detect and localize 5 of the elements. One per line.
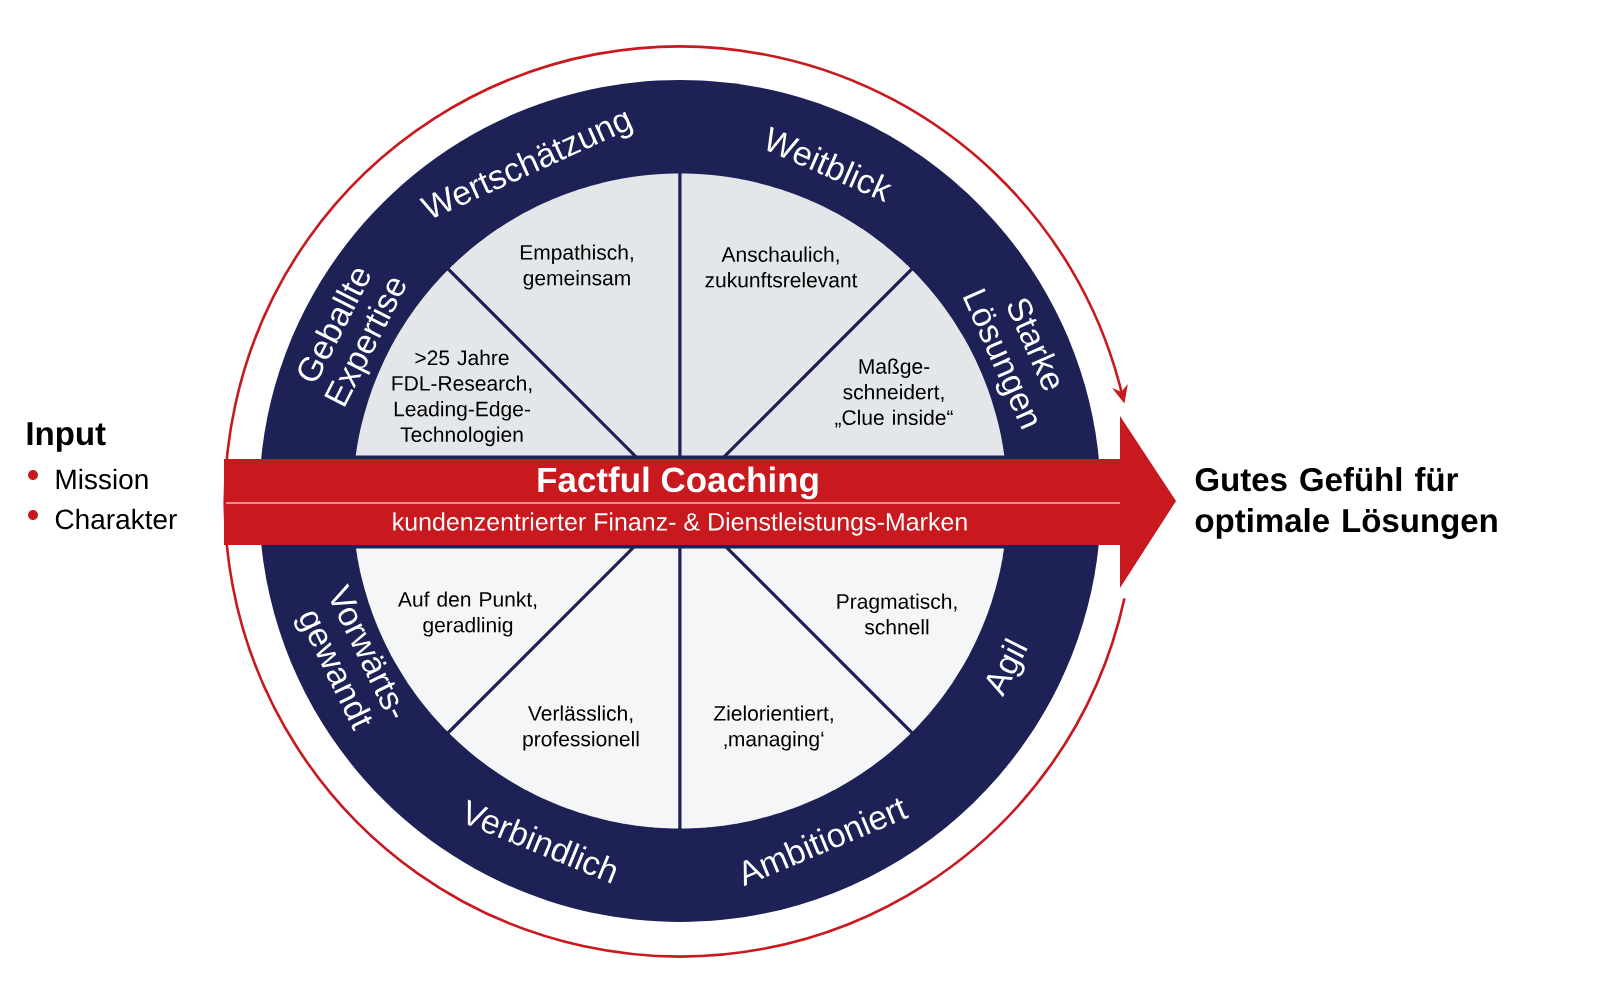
node-label: Input — [27, 422, 106, 452]
node-label: Charakter — [55, 508, 177, 530]
input-list: Input Mission Charakter — [27, 422, 177, 530]
node-label: Mission — [56, 468, 148, 490]
output-text: Gutes Gefühl für optimale Lösungen — [1195, 467, 1497, 539]
